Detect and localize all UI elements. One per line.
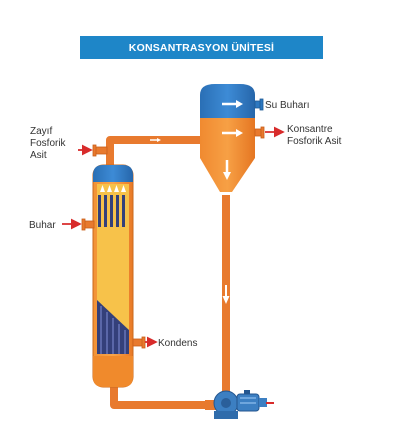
tube-bundle-upper <box>98 195 125 227</box>
label-weak-acid-1: Zayıf <box>30 126 52 137</box>
label-steam: Buhar <box>29 220 56 231</box>
label-condensate: Kondens <box>158 338 197 349</box>
label-concentrate-2: Fosforik Asit <box>287 136 342 147</box>
label-weak-acid-2: Fosforik <box>30 138 67 149</box>
evaporator-column <box>92 164 134 388</box>
label-concentrate-1: Konsantre <box>287 124 333 135</box>
vapor-transfer-pipe <box>106 136 205 168</box>
nozzles <box>81 98 265 349</box>
up-flow-arrows <box>100 185 126 192</box>
circulation-pump <box>205 390 274 419</box>
indicator-arrows <box>62 126 285 348</box>
recirculation-return-pipe <box>110 385 215 409</box>
label-water-vapor: Su Buharı <box>265 100 309 111</box>
separator-vessel <box>200 84 255 192</box>
label-weak-acid-3: Asit <box>30 150 47 161</box>
diagram-title: KONSANTRASYON ÜNİTESİ <box>128 41 275 54</box>
tube-bundle-lower <box>97 300 129 354</box>
title-banner: KONSANTRASYON ÜNİTESİ <box>80 36 323 59</box>
